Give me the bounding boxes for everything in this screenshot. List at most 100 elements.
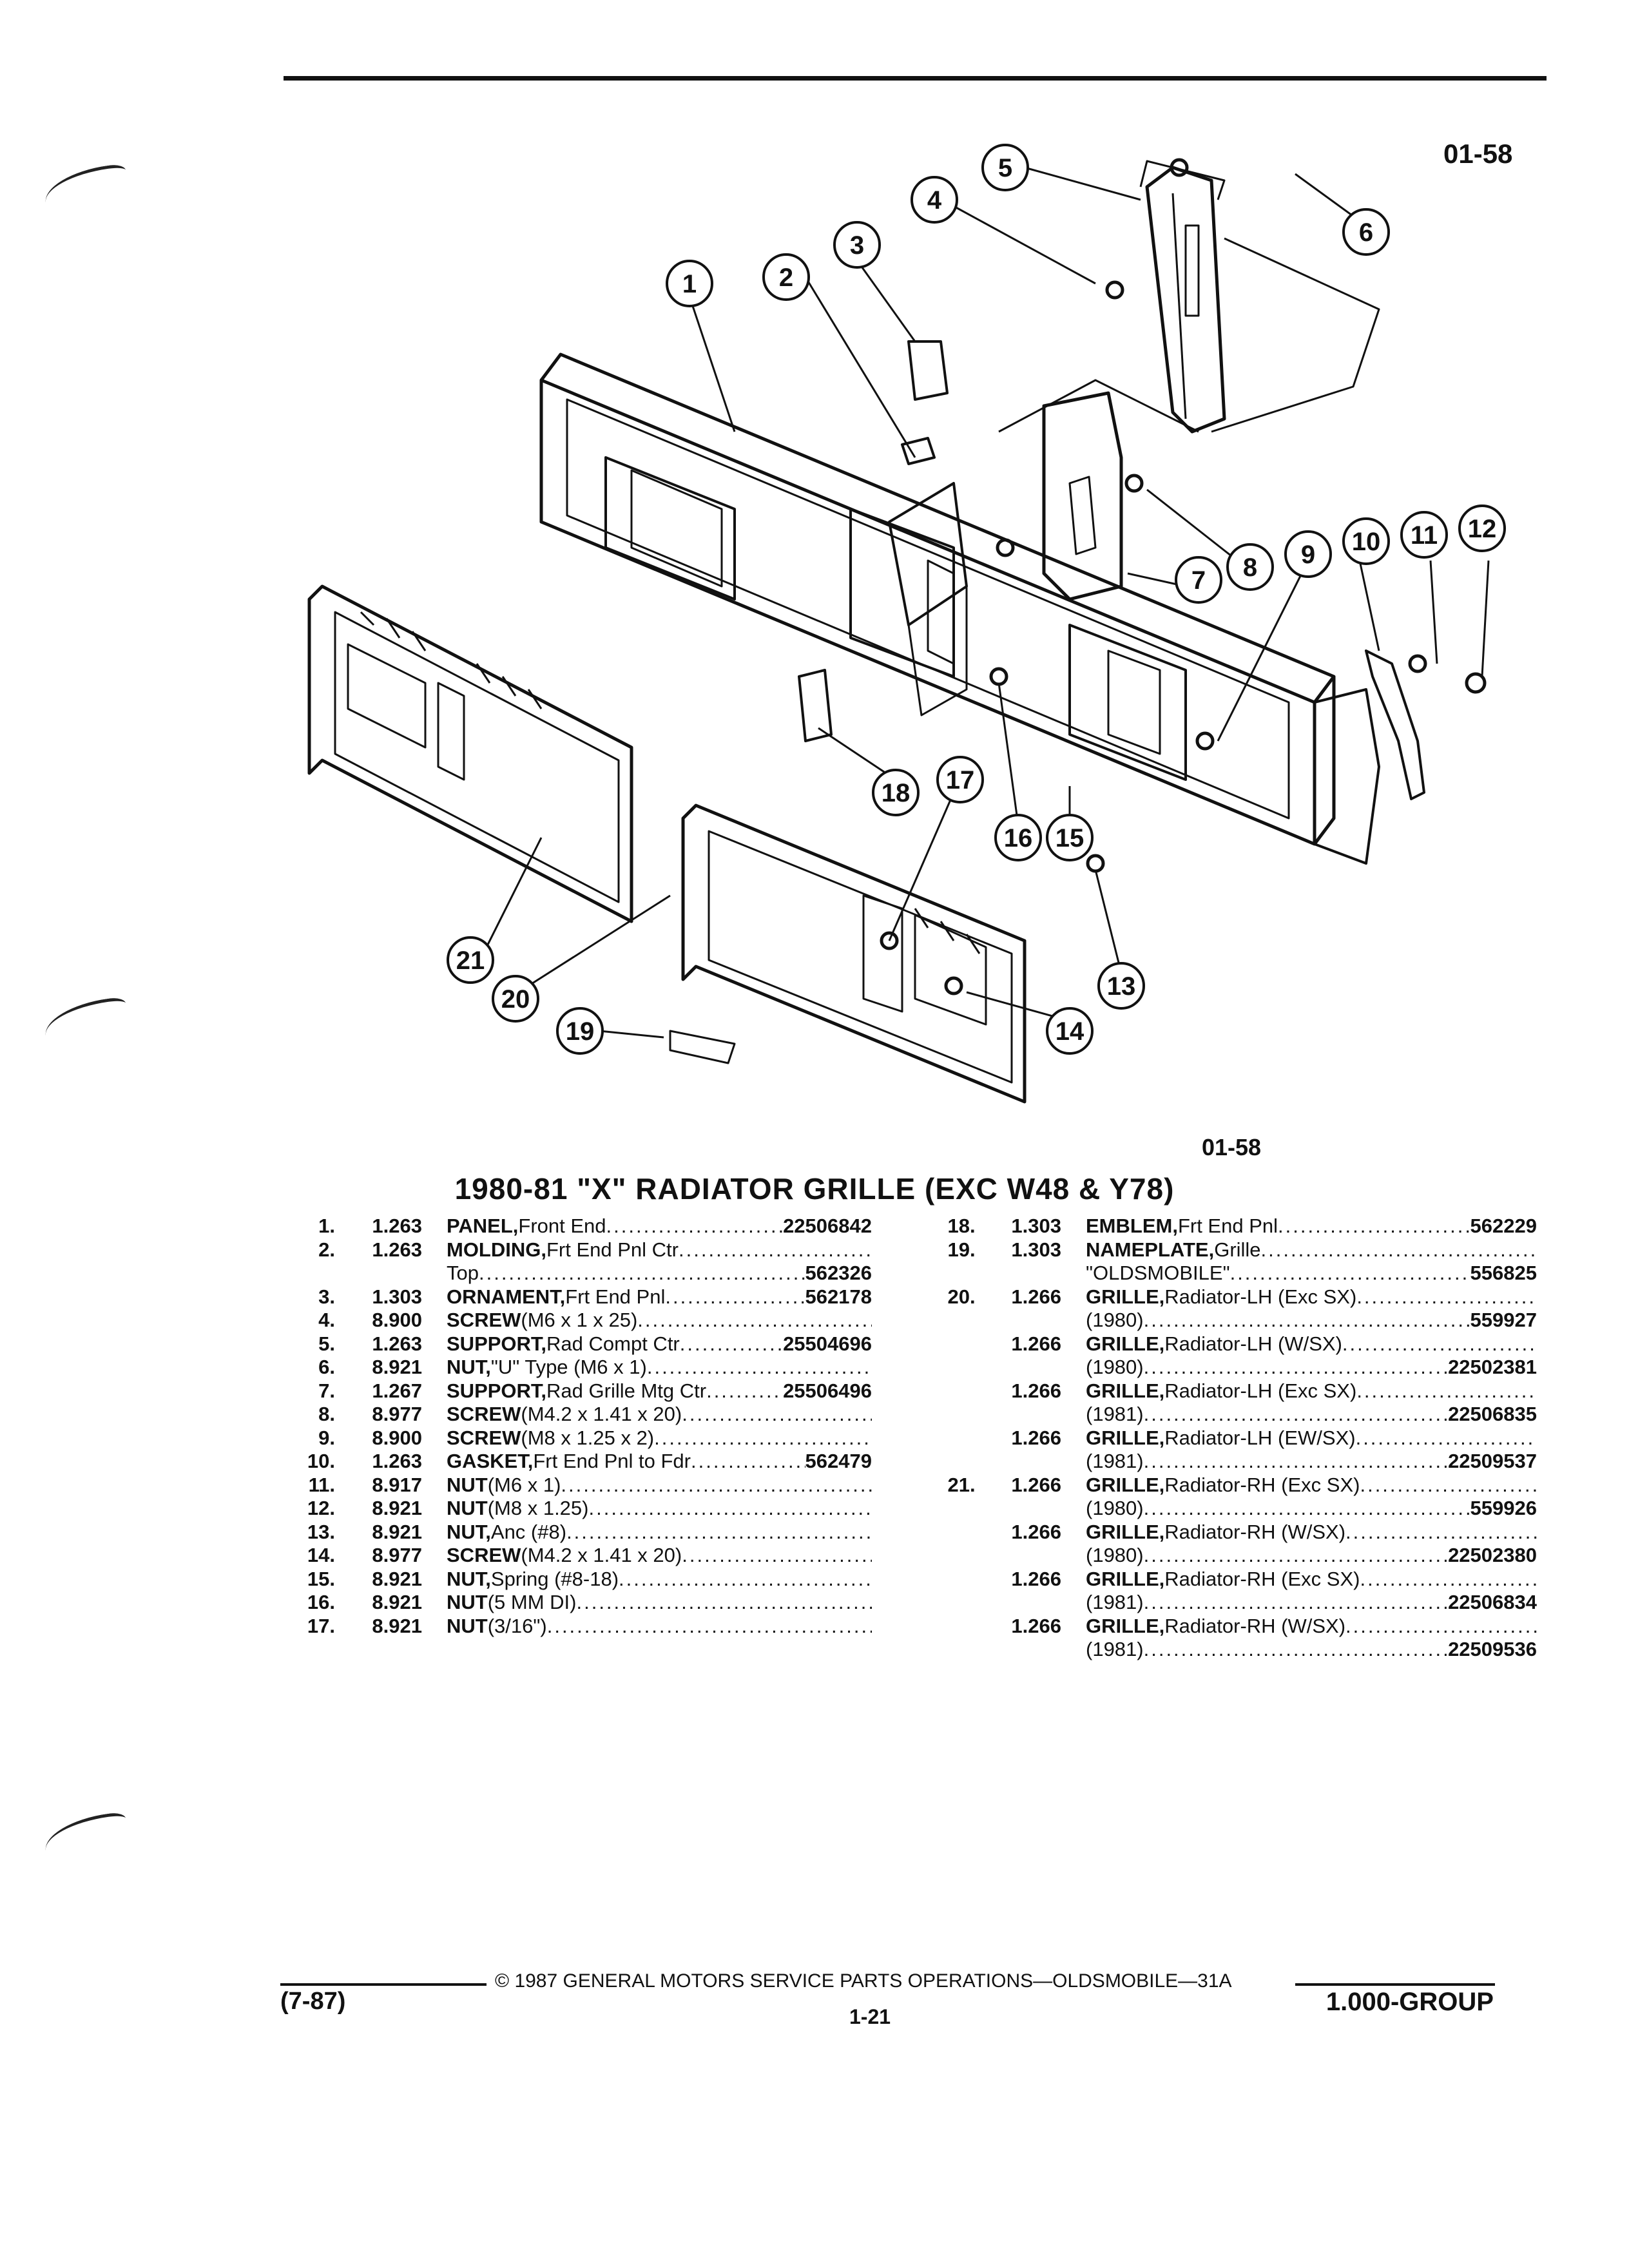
part-description: (1980)	[1086, 1497, 1144, 1519]
group-number	[976, 1309, 1061, 1332]
part-description: Frt End Pnl to Fdr	[533, 1450, 691, 1472]
part-description: (M4.2 x 1.41 x 20)	[521, 1544, 682, 1566]
item-number: 1.	[318, 1215, 335, 1237]
part-name: NUT	[447, 1497, 488, 1519]
item-number: 20.	[947, 1285, 976, 1308]
item-number	[905, 1262, 976, 1285]
group-number: 1.266	[1011, 1379, 1061, 1402]
exploded-parts-diagram: 1 2 3 4 5 6 7 8 9 10 11 12 13 14 15 16 1…	[307, 144, 1506, 1104]
parts-row: (1981)22506834	[905, 1591, 1537, 1615]
item-number: 5.	[318, 1332, 335, 1355]
callout-13-label: 13	[1107, 972, 1136, 1001]
item-number	[905, 1497, 976, 1521]
part-description: Radiator-RH (Exc SX)	[1164, 1567, 1360, 1590]
parts-row: Top562326	[264, 1262, 876, 1285]
item-number: 16.	[307, 1591, 335, 1613]
group-number: 8.921	[372, 1520, 422, 1543]
item-number: 15.	[307, 1567, 335, 1590]
item-number: 6.	[318, 1356, 335, 1378]
nameplate-shape	[669, 1030, 736, 1064]
item-number: 2.	[318, 1238, 335, 1261]
part-number: 25504696	[783, 1332, 872, 1355]
group-number	[976, 1403, 1061, 1427]
group-number: 1.263	[372, 1238, 422, 1261]
callout-1-label: 1	[682, 270, 697, 298]
footer-copyright: © 1987 GENERAL MOTORS SERVICE PARTS OPER…	[495, 1970, 1232, 1992]
part-number: 559927	[1470, 1309, 1537, 1331]
part-description: (1981)	[1086, 1450, 1144, 1472]
item-number	[905, 1403, 976, 1427]
parts-row: (1980)22502381	[905, 1356, 1537, 1379]
item-number	[905, 1521, 976, 1544]
group-number: 8.921	[372, 1591, 422, 1613]
item-number: 14.	[307, 1544, 335, 1566]
part-number: 562326	[805, 1262, 872, 1284]
part-number: 25506496	[783, 1379, 872, 1402]
page-title: 1980-81 "X" RADIATOR GRILLE (EXC W48 & Y…	[454, 1172, 1175, 1206]
callout-2-label: 2	[779, 264, 793, 292]
part-name: GRILLE,	[1086, 1473, 1165, 1496]
group-number: 1.266	[1011, 1285, 1061, 1308]
callout-17-label: 17	[946, 766, 975, 794]
callout-9-label: 9	[1301, 541, 1315, 569]
part-name: SUPPORT,	[447, 1332, 547, 1355]
part-name: SUPPORT,	[447, 1379, 547, 1402]
callout-18: 18	[872, 769, 920, 816]
footer-rule-left	[280, 1983, 487, 1986]
callout-11-label: 11	[1411, 521, 1438, 550]
part-description: Frt End Pnl	[565, 1285, 666, 1308]
callout-8: 8	[1226, 543, 1274, 591]
part-name: SCREW	[447, 1426, 521, 1449]
item-number	[905, 1332, 976, 1356]
part-number: 22502380	[1448, 1544, 1537, 1566]
footer-rule-right	[1295, 1983, 1495, 1986]
part-description: Front End	[518, 1215, 606, 1237]
item-number: 9.	[318, 1426, 335, 1449]
callout-7: 7	[1175, 556, 1222, 604]
callout-6-label: 6	[1359, 218, 1373, 247]
part-description: (3/16")	[487, 1614, 547, 1637]
callout-13: 13	[1097, 962, 1145, 1010]
part-description: Radiator-LH (Exc SX)	[1164, 1285, 1357, 1308]
callout-16: 16	[994, 814, 1042, 861]
parts-row: (1981)22506835	[905, 1403, 1537, 1427]
part-number: 562479	[805, 1450, 872, 1472]
part-description: Spring (#8-18)	[490, 1567, 619, 1590]
part-description: (1980)	[1086, 1356, 1144, 1378]
callout-12-label: 12	[1468, 515, 1497, 543]
part-name: PANEL,	[447, 1215, 519, 1237]
item-number: 7.	[318, 1379, 335, 1402]
margin-binder-mark	[41, 163, 130, 210]
part-description: (1980)	[1086, 1544, 1144, 1566]
group-number: 8.921	[372, 1356, 422, 1378]
callout-5: 5	[981, 144, 1029, 191]
group-number	[976, 1356, 1061, 1379]
group-number: 8.917	[372, 1473, 422, 1496]
item-number	[905, 1356, 976, 1379]
item-number: 4.	[318, 1309, 335, 1331]
part-name: GRILLE,	[1086, 1614, 1165, 1637]
part-name: NAMEPLATE,	[1086, 1238, 1215, 1261]
group-number	[976, 1591, 1061, 1615]
margin-binder-mark	[41, 996, 130, 1043]
parts-row: "OLDSMOBILE"556825	[905, 1262, 1537, 1285]
group-number: 1.303	[1011, 1215, 1061, 1237]
part-description: Radiator-RH (W/SX)	[1164, 1520, 1346, 1543]
part-description: (1981)	[1086, 1638, 1144, 1660]
item-number	[905, 1450, 976, 1474]
part-name: GASKET,	[447, 1450, 534, 1472]
part-description: Radiator-RH (Exc SX)	[1164, 1473, 1360, 1496]
part-name: GRILLE,	[1086, 1426, 1165, 1449]
